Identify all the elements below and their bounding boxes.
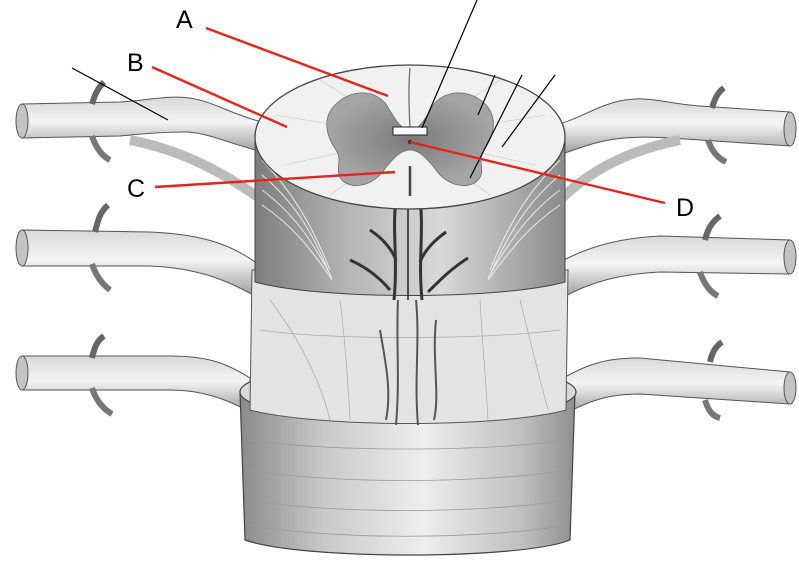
pointer-line-right-3: [501, 74, 556, 148]
pointer-line-left-nerve: [71, 67, 169, 121]
label-a: A: [176, 6, 193, 34]
leader-lines: [151, 26, 666, 205]
pointer-lines: [71, 0, 556, 179]
nerve-root-middle: [15, 202, 797, 299]
pointer-line-right-2: [469, 74, 523, 179]
leader-line-c: [154, 170, 396, 189]
nerve-root-top: [15, 79, 797, 205]
arachnoid-layer: [249, 269, 569, 426]
cord-cross-section: [254, 64, 566, 210]
leader-line-d: [409, 140, 666, 205]
nerve-middle-left: [21, 229, 256, 297]
nerve-bottom-left: [21, 355, 251, 413]
leader-line-a: [205, 26, 389, 98]
label-b: B: [127, 49, 144, 77]
nerve-root-bottom: [15, 333, 797, 421]
central-canal-marker: [392, 126, 428, 136]
leader-line-b: [151, 65, 288, 129]
pointer-line-right-1: [477, 74, 496, 116]
pointer-line-top: [421, 0, 478, 129]
label-c: C: [127, 175, 146, 203]
nerve-bottom-right: [559, 357, 791, 415]
nerve-middle-right: [559, 235, 791, 299]
label-d: D: [676, 194, 695, 222]
